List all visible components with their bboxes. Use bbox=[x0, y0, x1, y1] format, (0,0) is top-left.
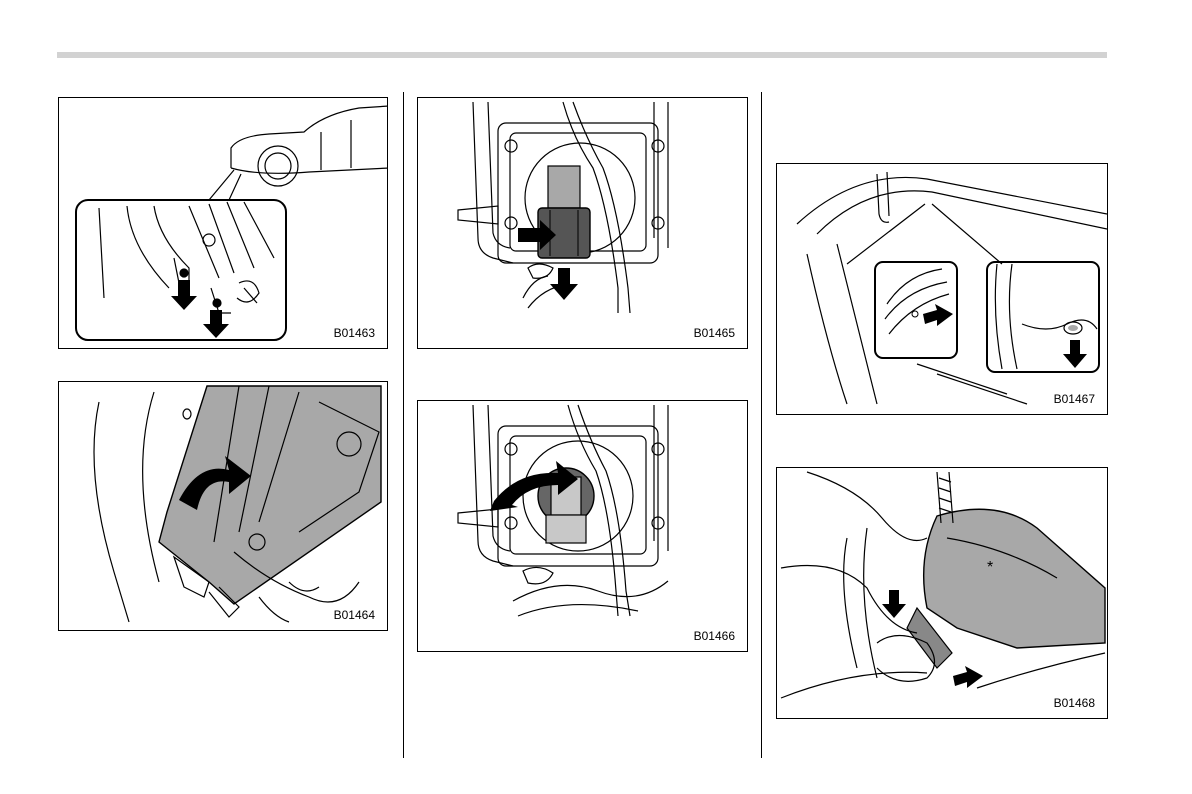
figure-trunk-trim-removal: * B01468 bbox=[776, 467, 1108, 719]
bulb-rotate-illustration bbox=[418, 401, 747, 651]
figure-code: B01467 bbox=[1054, 392, 1095, 406]
wheel-well-illustration bbox=[59, 98, 387, 348]
figure-trunk-clips: B01467 bbox=[776, 163, 1108, 415]
cover-fold-illustration bbox=[59, 382, 387, 630]
column-divider-left bbox=[403, 92, 404, 758]
trunk-trim-illustration: * bbox=[777, 468, 1107, 718]
column-divider-right bbox=[761, 92, 762, 758]
trunk-clips-illustration bbox=[777, 164, 1107, 414]
svg-text:*: * bbox=[987, 559, 993, 576]
figure-code: B01464 bbox=[334, 608, 375, 622]
connector-disconnect-illustration bbox=[418, 98, 747, 348]
figure-code: B01465 bbox=[694, 326, 735, 340]
figure-code: B01466 bbox=[694, 629, 735, 643]
figure-code: B01463 bbox=[334, 326, 375, 340]
figure-wheel-well-clips: B01463 bbox=[58, 97, 388, 349]
header-rule bbox=[57, 52, 1107, 58]
figure-code: B01468 bbox=[1054, 696, 1095, 710]
figure-bulb-rotate: B01466 bbox=[417, 400, 748, 652]
figure-connector-disconnect: B01465 bbox=[417, 97, 748, 349]
figure-cover-fold: B01464 bbox=[58, 381, 388, 631]
